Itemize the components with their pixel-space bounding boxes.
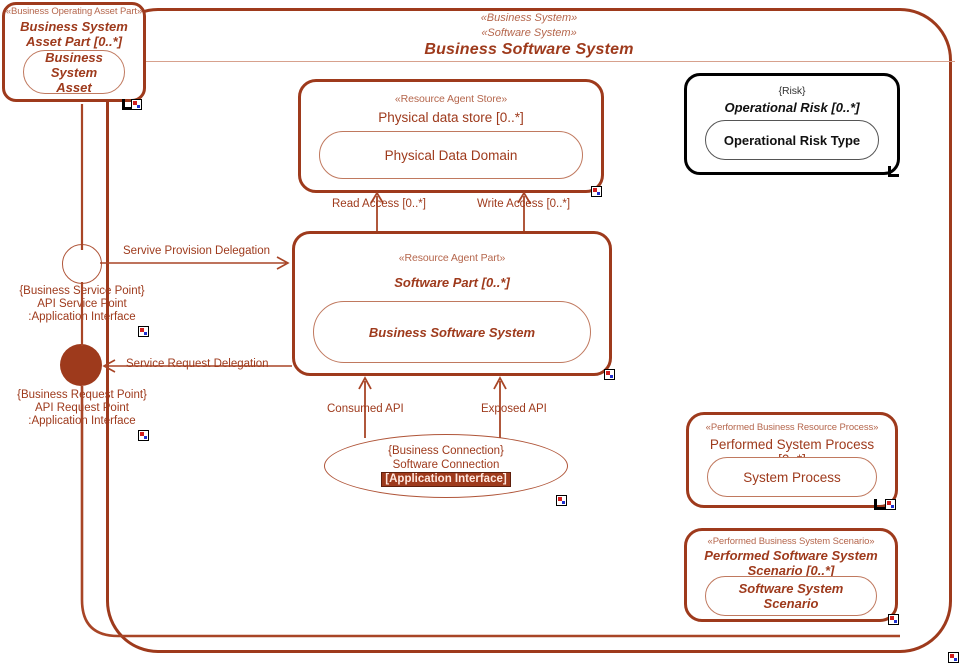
system-title: Business Software System xyxy=(424,41,634,58)
diagram-reference-icon[interactable] xyxy=(591,186,602,197)
physical-data-domain-label: Physical Data Domain xyxy=(384,147,518,163)
service-request-delegation-label: Service Request Delegation xyxy=(126,358,269,370)
request-point-stereotype: {Business Request Point} xyxy=(17,389,147,401)
data-store-name: Physical data store [0..*] xyxy=(378,110,524,125)
business-software-system-label: Business Software System xyxy=(368,324,536,340)
connection-stereotype: {Business Connection} xyxy=(388,445,504,457)
consumed-api-label: Consumed API xyxy=(327,403,404,415)
performed-software-system-scenario-block[interactable]: «Performed Business System Scenario» Per… xyxy=(684,528,898,622)
diagram-reference-icon[interactable] xyxy=(604,369,615,380)
system-scenario-stereotype: «Performed Business System Scenario» xyxy=(707,536,875,547)
system-process-label: System Process xyxy=(743,469,841,485)
physical-data-store-block[interactable]: «Resource Agent Store» Physical data sto… xyxy=(298,79,604,193)
business-system-asset-inner[interactable]: Business System Asset xyxy=(23,49,125,95)
diagram-reference-icon[interactable] xyxy=(556,495,567,506)
risk-stereotype: {Risk} xyxy=(778,85,806,97)
asset-part-name: Business System Asset Part [0..*] xyxy=(20,19,128,49)
software-part-name: Software Part [0..*] xyxy=(394,275,510,290)
system-scenario-name: Performed Software System Scenario [0..*… xyxy=(704,548,878,578)
system-header-divider xyxy=(110,61,955,62)
request-point-name: API Request Point xyxy=(35,402,129,414)
diagram-reference-icon[interactable] xyxy=(885,499,896,510)
diagram-reference-icon[interactable] xyxy=(888,614,899,625)
read-access-label: Read Access [0..*] xyxy=(332,198,426,210)
application-interface-selected-label[interactable]: [Application Interface] xyxy=(381,472,511,487)
system-process-stereotype: «Performed Business Resource Process» xyxy=(705,422,879,433)
write-access-label: Write Access [0..*] xyxy=(477,198,571,210)
exposed-api-label: Exposed API xyxy=(481,403,547,415)
resize-corner-icon[interactable] xyxy=(888,166,899,177)
asset-part-stereotype: «Business Operating Asset Part» xyxy=(5,6,143,17)
business-software-system-container[interactable] xyxy=(106,8,952,653)
performed-system-process-block[interactable]: «Performed Business Resource Process» Pe… xyxy=(686,412,898,508)
api-service-point-port[interactable] xyxy=(62,244,102,284)
data-store-stereotype: «Resource Agent Store» xyxy=(394,93,508,105)
resize-corner-icon[interactable] xyxy=(122,99,133,110)
software-part-block[interactable]: «Resource Agent Part» Software Part [0..… xyxy=(292,231,612,376)
system-stereotype-business-system: «Business System» xyxy=(480,12,578,24)
risk-name: Operational Risk [0..*] xyxy=(724,100,860,115)
diagram-reference-icon[interactable] xyxy=(948,652,959,663)
service-provision-delegation-label: Servive Provision Delegation xyxy=(123,245,271,257)
business-system-asset-part-block[interactable]: «Business Operating Asset Part» Business… xyxy=(2,2,146,102)
physical-data-domain-inner[interactable]: Physical Data Domain xyxy=(319,131,583,179)
diagram-reference-icon[interactable] xyxy=(138,326,149,337)
operational-risk-block[interactable]: {Risk} Operational Risk [0..*] Operation… xyxy=(684,73,900,175)
service-point-name: API Service Point xyxy=(37,298,127,310)
operational-risk-type-inner[interactable]: Operational Risk Type xyxy=(705,120,879,160)
request-point-type: :Application Interface xyxy=(28,415,136,427)
business-system-asset-label: Business System Asset xyxy=(45,49,103,95)
diagram-reference-icon[interactable] xyxy=(131,99,142,110)
system-process-inner[interactable]: System Process xyxy=(707,457,877,497)
software-system-scenario-inner[interactable]: Software System Scenario xyxy=(705,576,877,616)
system-stereotype-software-system: «Software System» xyxy=(481,27,577,39)
service-point-type: :Application Interface xyxy=(28,311,136,323)
connection-name: Software Connection xyxy=(392,458,500,471)
software-system-scenario-label: Software System Scenario xyxy=(738,581,844,611)
api-request-point-port[interactable] xyxy=(60,344,102,386)
diagram-reference-icon[interactable] xyxy=(138,430,149,441)
business-software-system-inner[interactable]: Business Software System xyxy=(313,301,591,363)
software-connection-ellipse[interactable]: {Business Connection} Software Connectio… xyxy=(324,434,568,498)
software-part-stereotype: «Resource Agent Part» xyxy=(398,252,506,264)
service-point-stereotype: {Business Service Point} xyxy=(19,285,145,297)
operational-risk-type-label: Operational Risk Type xyxy=(723,132,861,148)
resize-corner-icon[interactable] xyxy=(874,499,885,510)
